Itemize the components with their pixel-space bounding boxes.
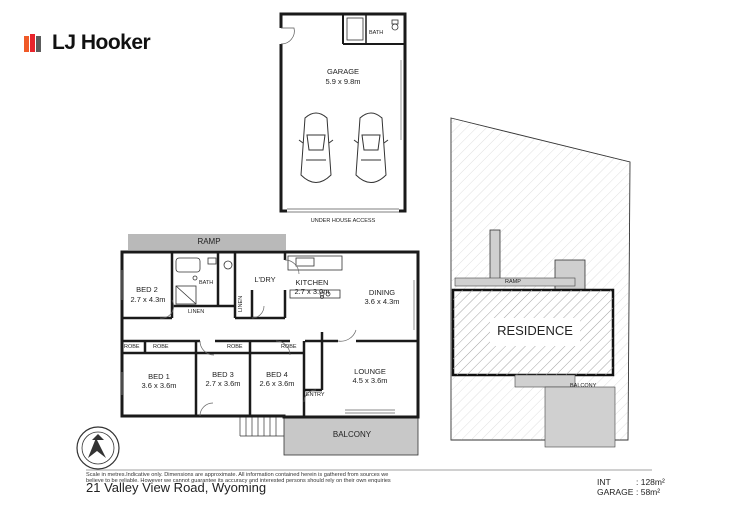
house-plan [120, 234, 420, 456]
bed2-size: 2.7 x 4.3m [130, 295, 166, 304]
site-balcony-label: BALCONY [570, 383, 597, 389]
robe-label-1: ROBE [124, 344, 140, 350]
kitchen-size: 2.7 x 3.0m [294, 287, 330, 296]
bed4-size: 2.6 x 3.6m [259, 379, 295, 388]
garage-label: GARAGE [326, 67, 360, 76]
garage-plan [279, 12, 407, 213]
disclaimer-line-2: believe to be reliable. However we canno… [86, 478, 391, 484]
linen-label-2: LINEN [238, 295, 244, 312]
garage-area-label: GARAGE [597, 487, 634, 497]
under-house-access-label: UNDER HOUSE ACCESS [310, 218, 376, 224]
bed1-size: 3.6 x 3.6m [141, 381, 177, 390]
garage-size: 5.9 x 9.8m [325, 77, 361, 86]
ramp-label: RAMP [197, 237, 221, 246]
robe-label-4: ROBE [281, 344, 297, 350]
garage-area-value: : 58m² [636, 487, 661, 497]
disclaimer-line-1: Scale in metres.Indicative only. Dimensi… [86, 472, 389, 478]
car-icon [298, 112, 334, 183]
lj-hooker-logo-icon [24, 34, 48, 59]
property-address: 21 Valley View Road, Wyoming [86, 480, 267, 495]
bed3-size: 2.7 x 3.6m [205, 379, 241, 388]
lounge-label: LOUNGE [354, 367, 386, 376]
dining-size: 3.6 x 4.3m [364, 297, 400, 306]
int-area-label: INT [597, 477, 611, 487]
lounge-size: 4.5 x 3.6m [352, 376, 388, 385]
bed2-label: BED 2 [136, 285, 158, 294]
site-ramp-label: RAMP [505, 279, 521, 285]
bed3-label: BED 3 [212, 370, 234, 379]
int-area-value: : 128m² [636, 477, 665, 487]
kitchen-label: KITCHEN [295, 278, 329, 287]
laundry-label: L'DRY [254, 275, 276, 284]
north-compass-icon [76, 426, 120, 470]
balcony-label: BALCONY [332, 430, 372, 439]
site-plan [450, 117, 631, 448]
bed4-label: BED 4 [266, 370, 288, 379]
robe-label-3: ROBE [227, 344, 243, 350]
bath-label: BATH [199, 280, 214, 286]
garage-bath-label: BATH [369, 30, 384, 36]
brand-name: LJ Hooker [52, 31, 151, 54]
linen-label: LINEN [188, 309, 205, 315]
bed1-label: BED 1 [148, 372, 170, 381]
car-icon [353, 112, 389, 183]
residence-label: RESIDENCE [497, 323, 573, 338]
dining-label: DINING [368, 288, 396, 297]
robe-label-2: ROBE [153, 344, 169, 350]
entry-label: ENTRY [306, 392, 325, 398]
